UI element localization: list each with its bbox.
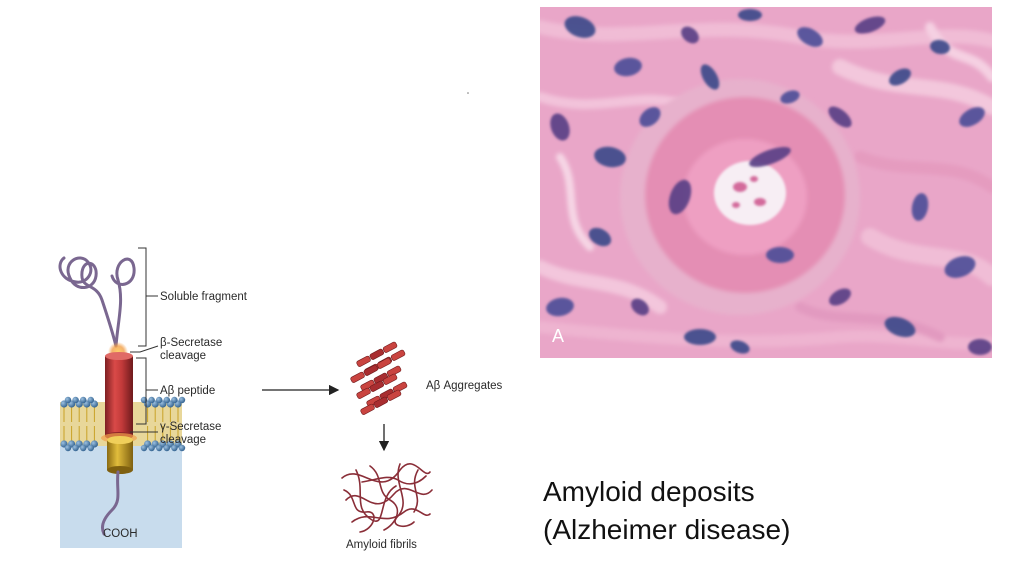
cooh-label: COOH (103, 528, 138, 540)
amyloid-processing-diagram: Soluble fragment β-Secretase cleavage Aβ… (58, 92, 503, 551)
soluble-fragment-coil (58, 256, 118, 348)
c-terminal-cylinder (107, 436, 133, 474)
abeta-peptide-label: Aβ peptide (160, 385, 215, 397)
label-brackets (130, 247, 159, 433)
cooh-tail (100, 470, 120, 536)
caption: Amyloid deposits (Alzheimer disease) (543, 473, 790, 549)
stray-dot (467, 92, 469, 94)
gamma-secretase-label: γ-Secretase (160, 421, 221, 433)
soluble-fragment-coil-2 (110, 257, 136, 348)
vessel-lumen (714, 161, 786, 225)
caption-line-1: Amyloid deposits (543, 476, 755, 507)
amyloid-fibrils-label: Amyloid fibrils (346, 539, 417, 551)
histology-micrograph: A (540, 7, 992, 358)
abeta-peptide-cylinder (105, 352, 133, 440)
gamma-secretase-label-2: cleavage (160, 434, 206, 446)
caption-line-2: (Alzheimer disease) (543, 514, 791, 545)
soluble-fragment-label: Soluble fragment (160, 291, 248, 303)
lumen-debris (732, 176, 766, 208)
amyloid-fibrils-tangle (341, 463, 433, 533)
panel-letter: A (552, 326, 565, 346)
beta-secretase-label-2: cleavage (160, 350, 206, 362)
abeta-aggregates-label: Aβ Aggregates (426, 380, 503, 392)
beta-secretase-label: β-Secretase (160, 337, 222, 349)
abeta-aggregates (350, 341, 408, 415)
